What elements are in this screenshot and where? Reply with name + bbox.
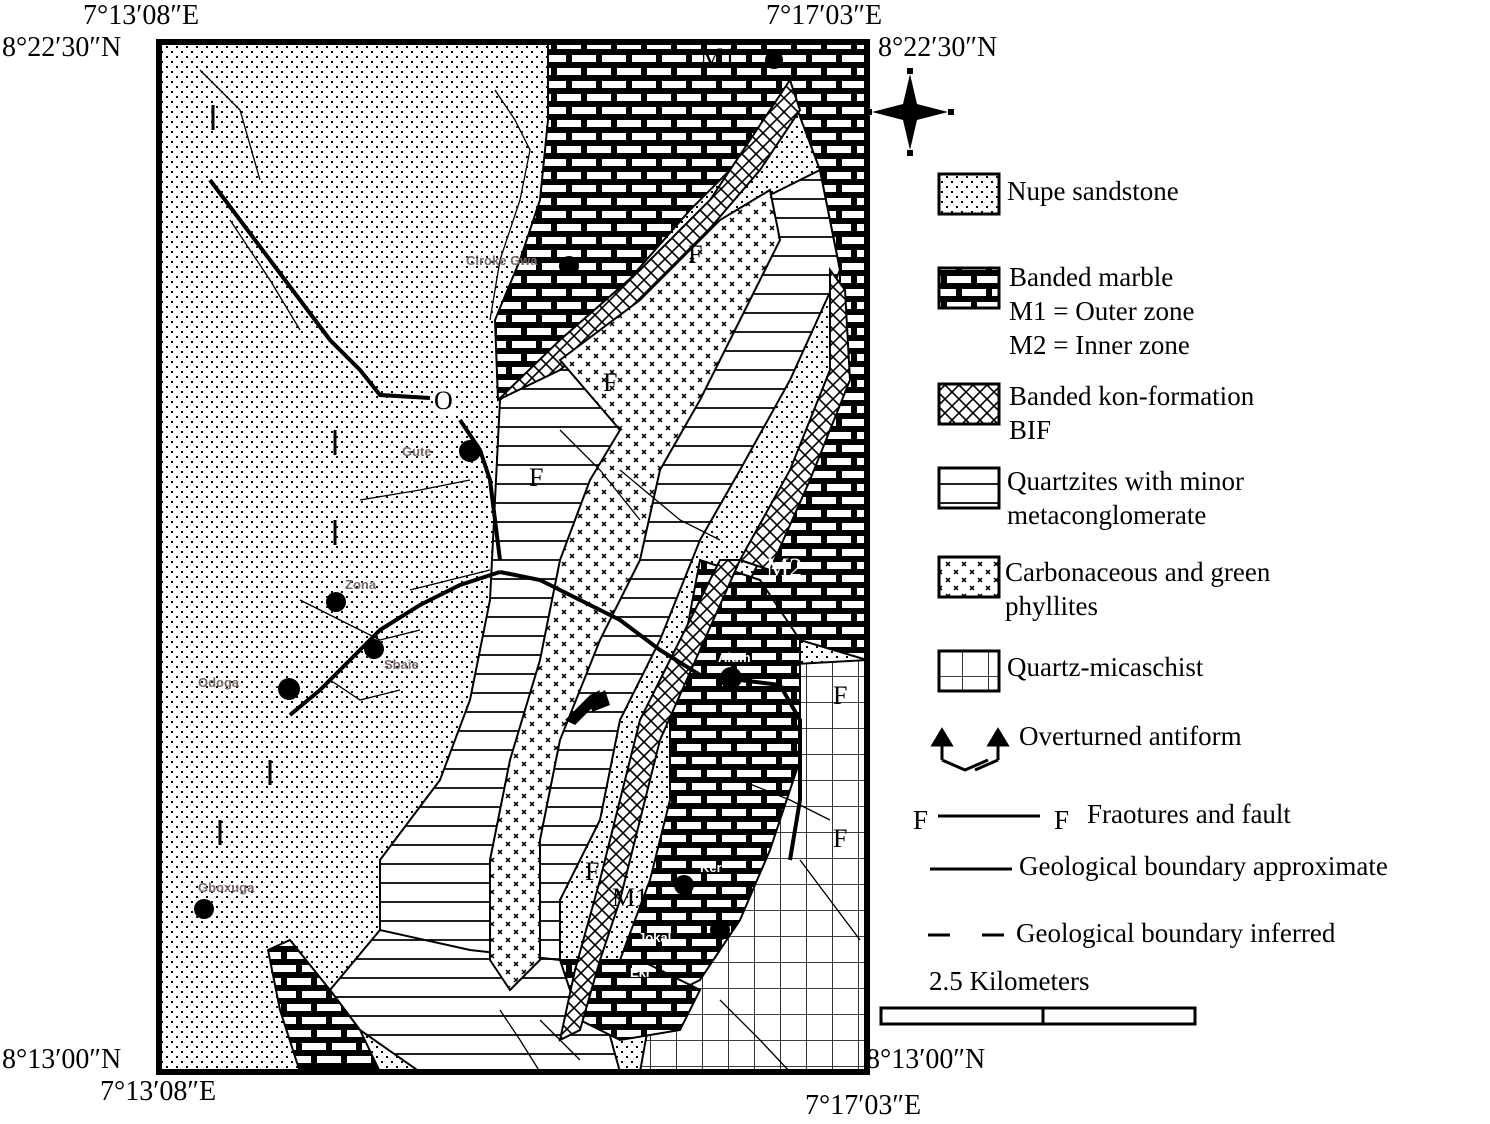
label-m2: M2	[766, 553, 803, 582]
town-dot-jokal	[710, 920, 730, 940]
label-f-upper: F	[688, 240, 703, 269]
town-dots	[194, 51, 783, 940]
legend-banded-marble: Banded marble	[1009, 262, 1174, 292]
legend-quartz-micaschist: Quartz-micaschist	[1007, 652, 1204, 682]
legend-swatches	[937, 172, 1001, 693]
town-dot-gute	[459, 440, 481, 462]
inferred-boundary-dashes	[211, 105, 337, 845]
label-f-right-1: F	[833, 681, 848, 710]
legend-bif-line2: BIF	[1009, 415, 1052, 445]
swatch-marble	[937, 266, 1001, 310]
label-f-right-2: F	[833, 824, 848, 853]
town-dot-gwa	[559, 256, 579, 276]
antiform-legend-icon	[930, 727, 1010, 772]
town-dot-zona	[326, 592, 346, 612]
coord-top-left-easting: 7°13′08″E	[83, 0, 200, 31]
legend-phyllite-line2: phyllites	[1005, 591, 1098, 621]
place-sbaie: Sbaie	[384, 657, 419, 672]
town-dot-alum	[720, 667, 742, 689]
legend-quartzite-line1: Quartzites with minor	[1007, 466, 1244, 496]
legend-phyllite-line1: Carbonaceous and green	[1005, 557, 1271, 587]
legend-fault-f2: F	[1054, 805, 1070, 835]
scale-label: 2.5 Kilometers	[929, 966, 1090, 996]
phyllite-area	[489, 188, 782, 992]
marble-area-sw	[266, 938, 382, 1073]
legend-fault-f1: F	[913, 805, 929, 835]
coord-top-right-easting: 7°17′03″E	[766, 0, 883, 31]
legend-fractures-fault: Fraotures and fault	[1087, 799, 1291, 829]
legend-marble-m1: M1 = Outer zone	[1009, 296, 1195, 326]
place-ker: Ker	[700, 860, 722, 875]
marble-area-east	[618, 558, 801, 1002]
map-frame	[156, 39, 870, 1075]
swatch-nupe	[937, 172, 1001, 216]
coord-bottom-left-easting: 7°13′08″E	[100, 1076, 217, 1107]
swatch-schist	[937, 649, 1001, 693]
legend-overturned-antiform: Overturned antiform	[1019, 721, 1242, 751]
place-jokal: Jokal	[638, 930, 672, 945]
drainage-lines	[199, 69, 861, 1073]
north-arrow-icon	[866, 68, 954, 156]
swatch-quartzite	[937, 466, 1001, 510]
town-dot-sbaie	[364, 639, 384, 659]
coord-top-right-northing: 8°22′30″N	[878, 32, 998, 63]
place-gboxuga: Gboxuga	[198, 880, 255, 895]
bif-band-east	[738, 267, 852, 572]
label-f-mid: F	[603, 368, 618, 397]
label-f-left: F	[529, 463, 544, 492]
label-f-bottom: F	[585, 857, 600, 886]
coord-bottom-left-northing: 8°13′00″N	[2, 1044, 122, 1075]
town-dot-m1	[765, 51, 783, 69]
legend-nupe-sandstone: Nupe sandstone	[1007, 176, 1179, 206]
bif-band-south	[558, 559, 742, 1042]
place-gwa: Ciroke Gwa	[466, 253, 538, 268]
label-m1-top: M1	[700, 43, 737, 72]
coord-top-left-northing: 8°22′30″N	[2, 32, 122, 63]
legend-bif-line1: Banded kon-formation	[1009, 381, 1255, 411]
place-alum: Alum	[718, 650, 751, 665]
map-border	[156, 39, 870, 1075]
legend-marble-m2: M2 = Inner zone	[1009, 330, 1190, 360]
scale-bar	[879, 1006, 1197, 1026]
town-dot-ker	[674, 875, 694, 895]
swatch-phyllite	[937, 555, 1001, 599]
town-dot-odoga	[278, 678, 300, 700]
legend-quartzite-line2: metaconglomerate	[1007, 500, 1207, 530]
label-m1-bottom: M1	[612, 883, 649, 912]
place-gute: Gute	[402, 444, 432, 459]
town-dot-gboxuga	[194, 899, 214, 919]
river-lines	[208, 178, 802, 861]
place-ekr: Ekr	[630, 965, 651, 980]
coord-bottom-right-northing: 8°13′00″N	[866, 1044, 986, 1075]
place-zona: Zona	[345, 577, 377, 592]
swatch-bif	[937, 382, 1001, 426]
label-o: O	[434, 386, 453, 415]
legend-boundary-approximate: Geological boundary approximate	[1019, 851, 1388, 881]
place-odoga: Odoga	[198, 675, 240, 690]
antiform-map-symbol	[565, 690, 610, 725]
coord-bottom-right-easting: 7°17′03″E	[805, 1090, 922, 1121]
legend-boundary-inferred: Geological boundary inferred	[1016, 918, 1336, 948]
